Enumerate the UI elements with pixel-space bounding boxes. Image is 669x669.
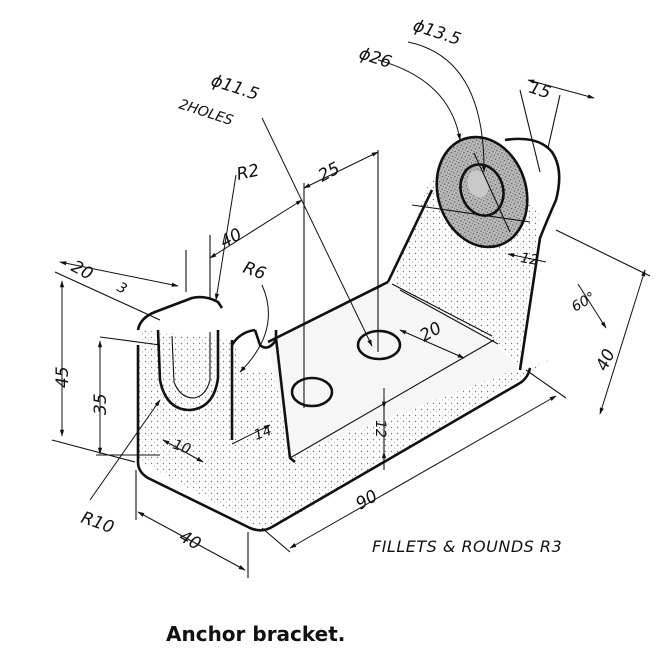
dim-holes-dia: ϕ11.5 <box>208 71 261 105</box>
base-side-face <box>138 330 290 527</box>
fillet-line <box>391 283 499 345</box>
boss-outer <box>435 135 529 249</box>
dim-upright-height: 40 <box>592 346 619 374</box>
notch-outline <box>230 328 256 346</box>
note-holes-count: 2HOLES <box>177 97 235 130</box>
u-slot-inner <box>171 332 211 399</box>
note-fillets: FILLETS & ROUNDS R3 <box>372 537 562 556</box>
extension-lines <box>51 89 651 578</box>
dim-incline-angle: 60° <box>569 289 599 315</box>
base-top-edge <box>267 280 389 344</box>
dim-slot-to-hole: 40 <box>217 225 245 253</box>
upright-outline <box>386 137 561 371</box>
front-end-top <box>136 295 224 331</box>
base-outline <box>136 345 532 532</box>
dim-boss-thickness: 12 <box>519 250 539 269</box>
dim-bottom-radius: R10 <box>78 508 116 538</box>
u-slot <box>156 329 220 412</box>
figure-caption: Anchor bracket. <box>166 622 346 646</box>
dim-slot-width: 10 <box>171 437 193 458</box>
dimension-lines <box>59 41 646 571</box>
dim-boss-width: 15 <box>526 78 553 104</box>
dim-boss-outer-dia: ϕ26 <box>356 44 394 73</box>
boss-hole <box>459 163 505 217</box>
dim-slot-depth: 20 <box>68 257 96 285</box>
dim-base-thickness: 12 <box>372 420 388 438</box>
dim-base-width: 40 <box>176 527 204 555</box>
dim-slot-offset: 3 <box>114 279 129 297</box>
dim-radius-notch: R6 <box>240 258 268 285</box>
dim-notch-width: 14 <box>252 423 274 444</box>
dim-slot-height: 35 <box>91 393 111 415</box>
dim-radius-top: R2 <box>235 161 261 185</box>
dim-total-height: 45 <box>53 366 73 388</box>
dim-hole-spacing: 25 <box>315 159 343 187</box>
